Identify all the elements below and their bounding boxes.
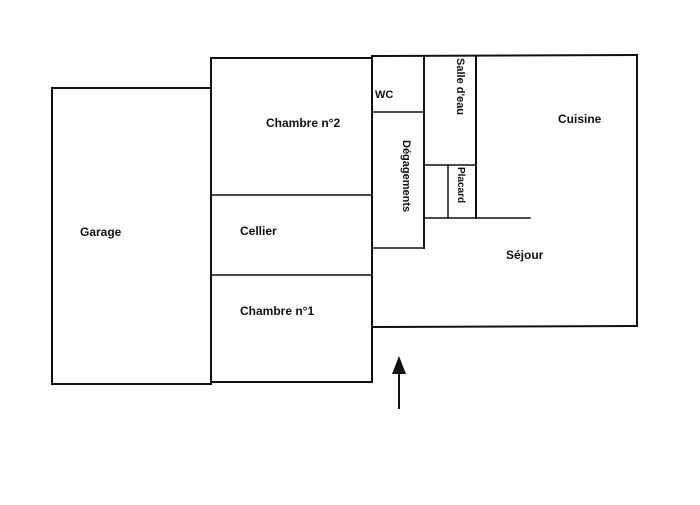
wall-bottom-sejour [370, 324, 639, 329]
room-label-salle-eau: Salle d'eau [454, 58, 466, 116]
wall-top-right [370, 53, 639, 58]
room-label-placard: Placard [455, 167, 466, 204]
room-label-wc: WC [375, 89, 394, 101]
garage-walls [51, 87, 212, 385]
entrance-arrow-icon [392, 356, 406, 409]
room-label-chambre2: Chambre n°2 [266, 116, 341, 130]
room-label-degagements: Dégagements [400, 140, 412, 213]
bedroom-block-walls [210, 57, 373, 383]
room-label-sejour: Séjour [506, 248, 544, 262]
room-label-cuisine: Cuisine [558, 112, 602, 126]
room-label-garage: Garage [80, 225, 122, 239]
room-label-chambre1: Chambre n°1 [240, 304, 315, 318]
room-label-cellier: Cellier [240, 224, 277, 238]
